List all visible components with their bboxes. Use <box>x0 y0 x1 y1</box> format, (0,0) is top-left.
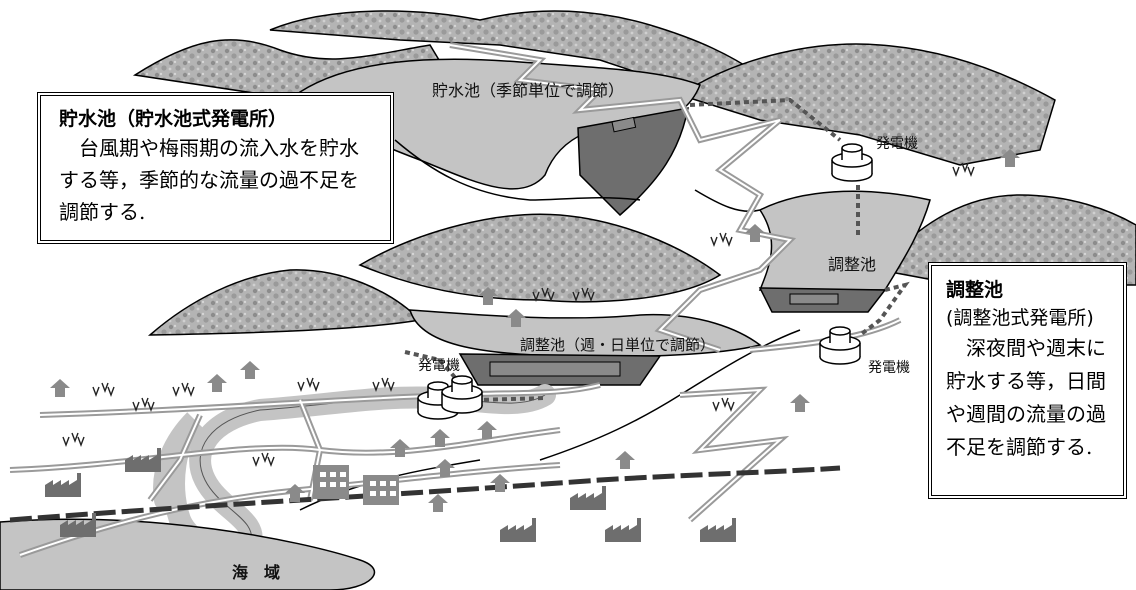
generator-right-label: 発電機 <box>868 360 910 376</box>
reservoir-info-box: 貯水池（貯水池式発電所） 台風期や梅雨期の流入水を貯水する等，季節的な流量の過不… <box>37 92 394 244</box>
buildings <box>313 465 399 505</box>
regulating-info-box: 調整池 (調整池式発電所) 深夜間や週末に貯水する等，日間や週間の流量の過不足を… <box>928 262 1127 499</box>
generator-top-label: 発電機 <box>876 136 918 152</box>
reservoir-info-body: 台風期や梅雨期の流入水を貯水する等，季節的な流量の過不足を調節する. <box>59 136 359 224</box>
sea <box>0 518 376 590</box>
reservoir-label: 貯水池（季節単位で調節） <box>432 81 624 100</box>
regulating-info-body: 深夜間や週末に貯水する等，日間や週間の流量の過不足を調節する. <box>946 336 1106 459</box>
mountain-middle <box>358 213 722 303</box>
regulating-pond-lower-label: 調整池（週・日単位で調節） <box>520 336 715 354</box>
generator-left-label: 発電機 <box>418 358 460 374</box>
regulating-pond-upper-label: 調整池 <box>828 255 876 274</box>
generator-top-icon <box>831 143 873 182</box>
reservoir-info-title: 貯水池（貯水池式発電所） <box>59 108 288 130</box>
mountain-left <box>147 269 422 336</box>
mountain-back-right <box>678 43 1056 166</box>
mountain-back-center <box>269 10 762 91</box>
generator-right-icon <box>819 326 861 365</box>
regulating-info-subtitle: (調整池式発電所) <box>946 307 1094 329</box>
sea-label: 海 域 <box>232 563 280 582</box>
railway <box>9 465 841 523</box>
regulating-info-title: 調整池 <box>946 279 1004 301</box>
